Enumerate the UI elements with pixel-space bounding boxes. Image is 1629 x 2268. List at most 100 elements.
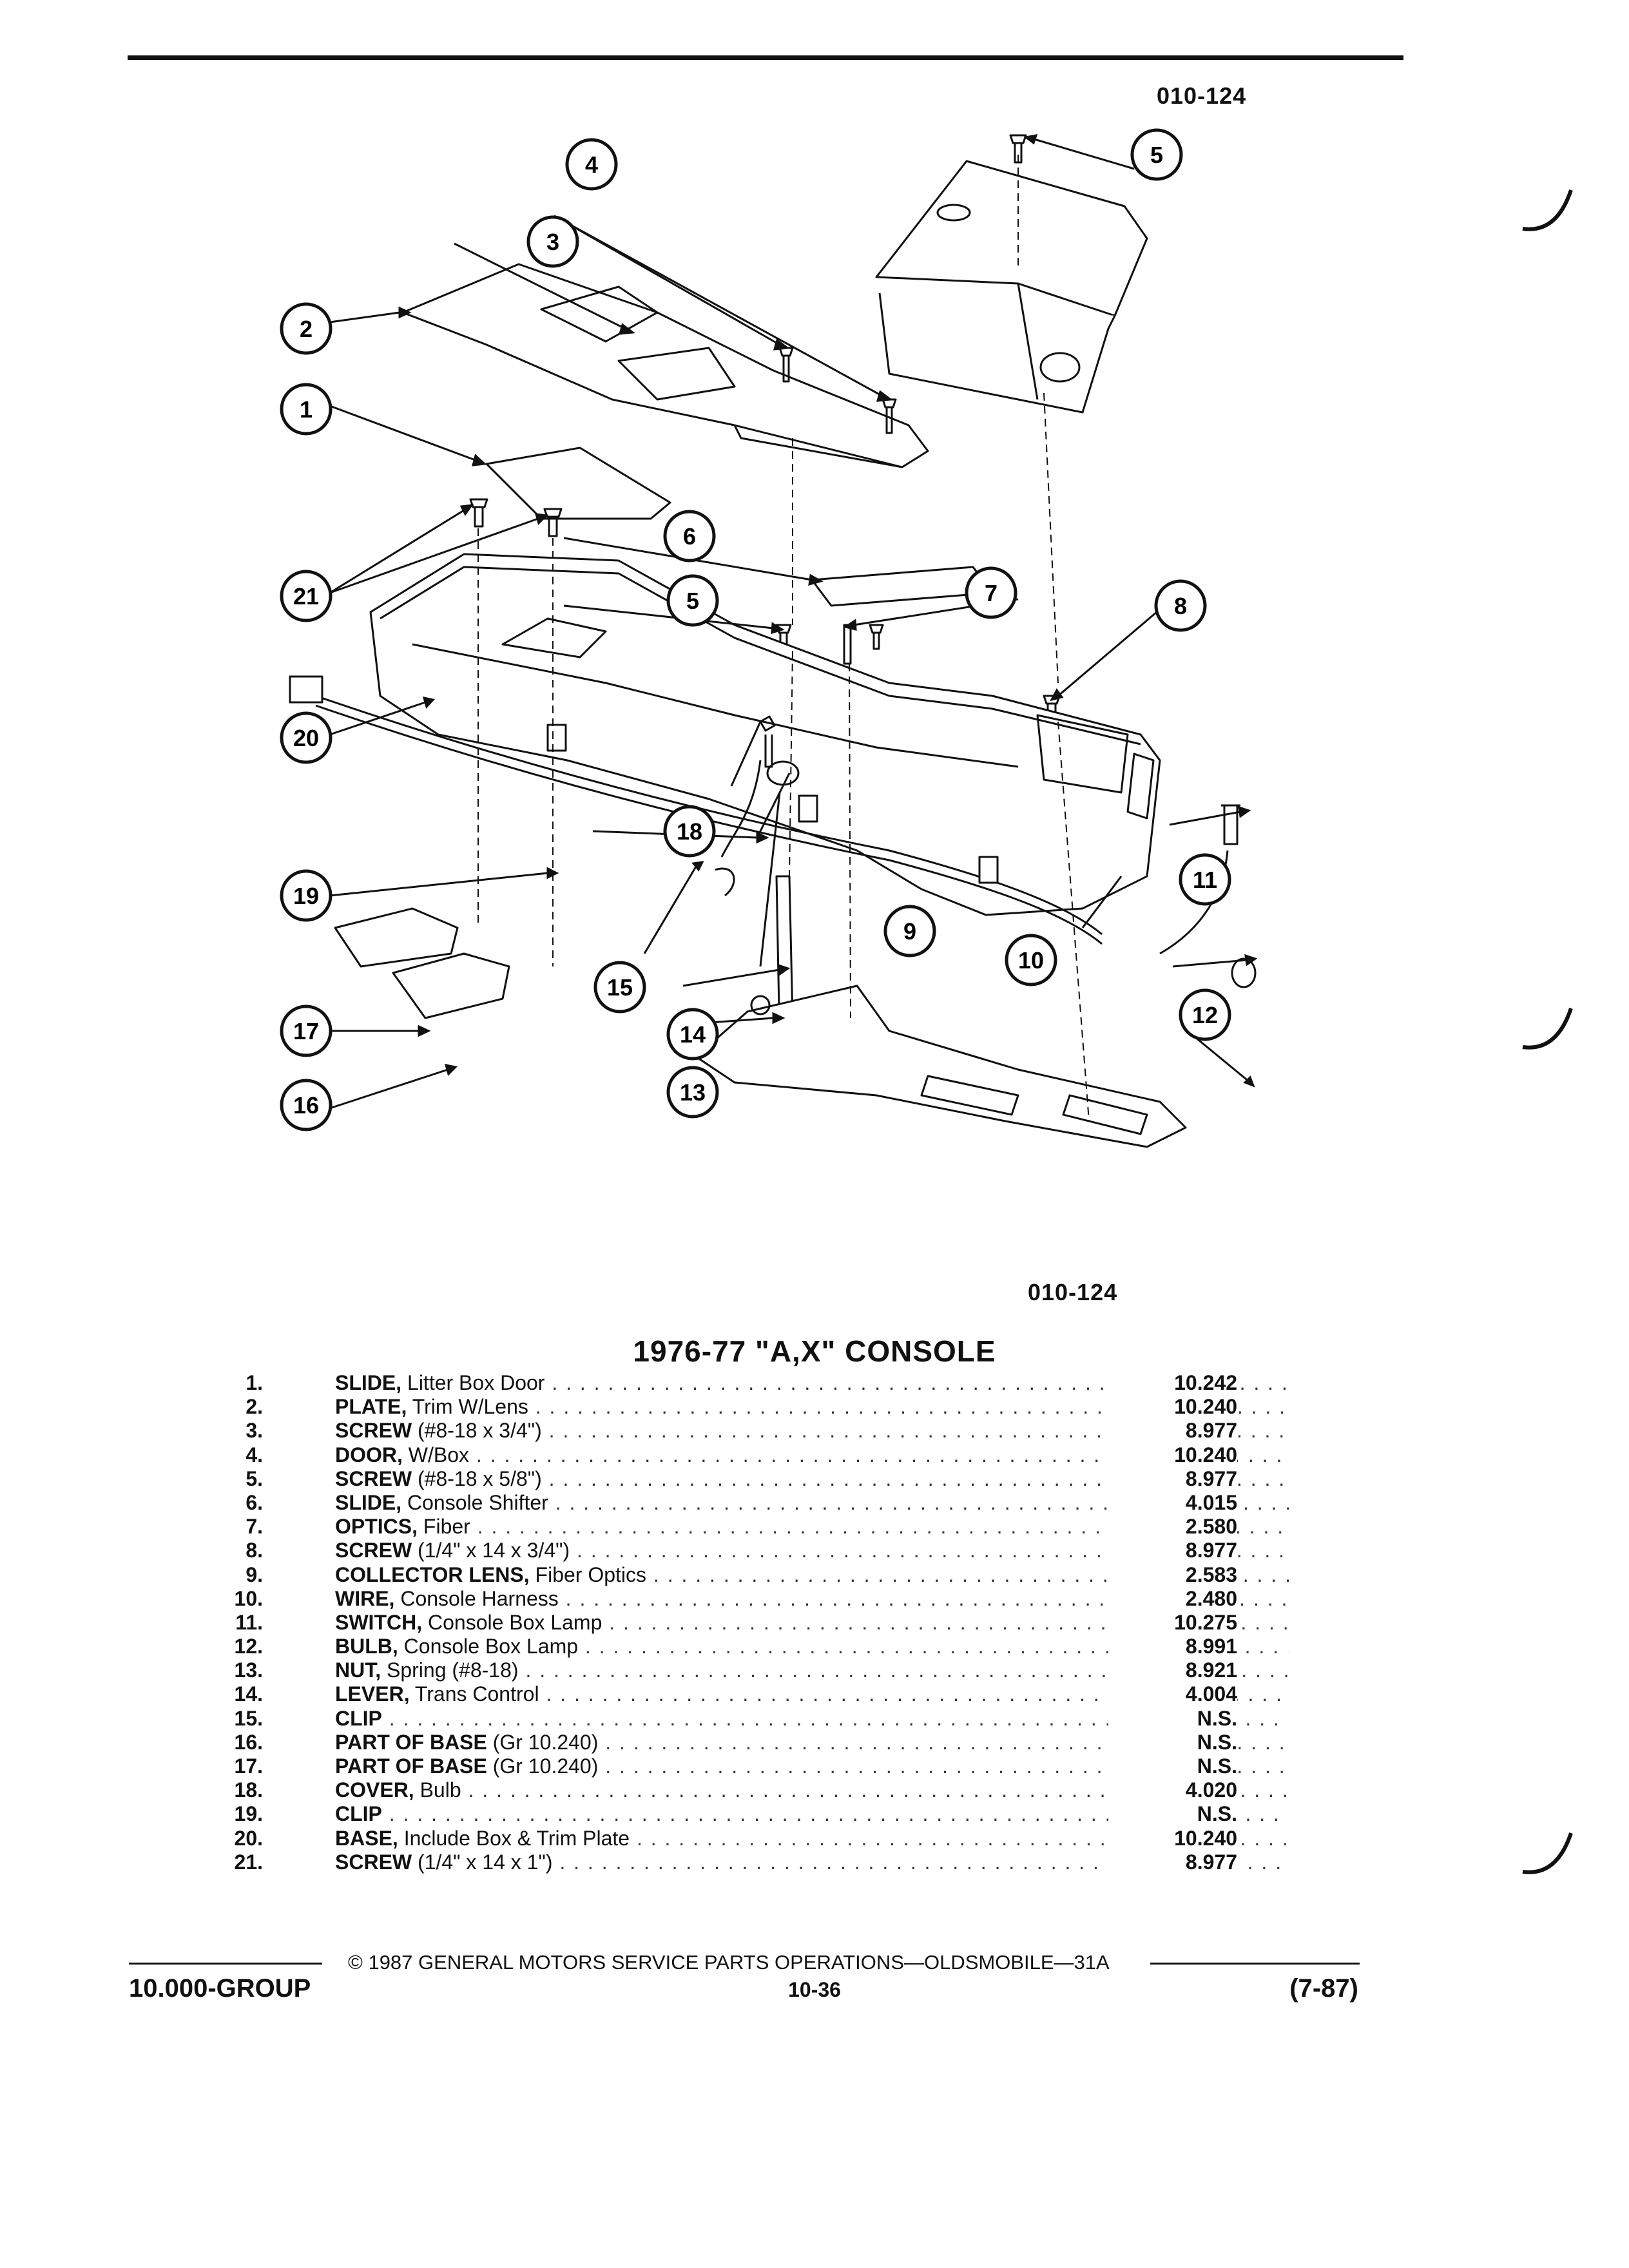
part-detail: (#8-18 x 5/8"): [412, 1466, 542, 1490]
callout-5-top: 5: [1130, 128, 1183, 181]
group-number: 2.480: [1108, 1586, 1237, 1611]
group-number: N.S.: [1108, 1754, 1237, 1778]
part-name: PLATE,: [335, 1395, 407, 1419]
callout-4: 4: [565, 138, 618, 191]
group-number: 8.977: [1108, 1850, 1237, 1874]
part-number: 15.: [234, 1706, 263, 1730]
svg-text:18: 18: [677, 818, 702, 845]
part-detail: Fiber: [418, 1515, 470, 1539]
part-row: 11.SWITCH, Console Box Lamp . . . . . . …: [193, 1610, 1289, 1635]
parts-list: 1.SLIDE, Litter Box Door . . . . . . . .…: [193, 1371, 1289, 1874]
callout-14: 14: [666, 1008, 719, 1061]
part-detail: Include Box & Trim Plate: [398, 1826, 630, 1850]
part-number: 20.: [234, 1826, 263, 1850]
part-row: 3.SCREW (#8-18 x 3/4") . . . . . . . . .…: [193, 1419, 1289, 1443]
group-number: 8.991: [1108, 1635, 1237, 1659]
part-number: 14.: [234, 1682, 263, 1706]
part-detail: Spring (#8-18): [381, 1658, 519, 1682]
part-detail: (Gr 10.240): [487, 1754, 599, 1778]
part-row: 15.CLIP . . . . . . . . . . . . . . . . …: [193, 1706, 1289, 1731]
group-number: 8.921: [1108, 1658, 1237, 1683]
figure-code-bottom: 010-124: [1028, 1279, 1118, 1305]
callout-21: 21: [280, 570, 333, 622]
part-number: 21.: [234, 1850, 263, 1874]
group-number: N.S.: [1108, 1730, 1237, 1754]
group-number: 8.977: [1108, 1539, 1237, 1563]
part-row: 4.DOOR, W/Box . . . . . . . . . . . . . …: [193, 1443, 1289, 1467]
part-number: 12.: [234, 1635, 263, 1658]
svg-text:17: 17: [293, 1018, 319, 1044]
svg-text:1: 1: [300, 396, 313, 423]
svg-text:2: 2: [300, 316, 313, 342]
callout-5-mid: 5: [666, 574, 719, 627]
door-with-box-illustration: [875, 160, 1148, 414]
part-row: 21.SCREW (1/4" x 14 x 1") . . . . . . . …: [193, 1850, 1289, 1874]
svg-text:11: 11: [1193, 867, 1217, 893]
screw-21a-illustration: [469, 498, 488, 528]
group-number: 2.583: [1108, 1562, 1237, 1587]
part-name: WIRE,: [335, 1586, 395, 1610]
part-detail: (1/4" x 14 x 3/4"): [412, 1539, 570, 1562]
group-number: 2.580: [1108, 1515, 1237, 1539]
part-detail: (#8-18 x 3/4"): [412, 1419, 542, 1443]
part-name: SCREW: [335, 1539, 412, 1562]
footer-rule-left: [129, 1963, 322, 1965]
part-name: SWITCH,: [335, 1610, 423, 1634]
svg-text:16: 16: [293, 1092, 319, 1119]
group-number: 10.242: [1108, 1371, 1237, 1395]
part-detail: Trim W/Lens: [407, 1395, 528, 1419]
group-number: N.S.: [1108, 1802, 1237, 1827]
part-detail: Console Box Lamp: [422, 1610, 602, 1634]
svg-text:21: 21: [293, 583, 319, 610]
part-name: SCREW: [335, 1850, 412, 1874]
callout-17: 17: [280, 1004, 333, 1057]
part-number: 11.: [235, 1610, 263, 1634]
svg-text:14: 14: [680, 1021, 706, 1048]
part-name: PART OF BASE: [335, 1730, 487, 1754]
callout-2: 2: [280, 302, 333, 355]
part-number: 4.: [246, 1443, 263, 1466]
part-detail: W/Box: [402, 1443, 470, 1466]
group-number: 10.240: [1108, 1443, 1237, 1467]
part-row: 1.SLIDE, Litter Box Door . . . . . . . .…: [193, 1371, 1289, 1395]
page-title: 1976-77 "A,X" CONSOLE: [633, 1334, 996, 1368]
part-row: 20.BASE, Include Box & Trim Plate . . . …: [193, 1826, 1289, 1850]
part-row: 17.PART OF BASE (Gr 10.240) . . . . . . …: [193, 1754, 1289, 1778]
part-number: 8.: [246, 1539, 263, 1562]
group-number: 10.275: [1108, 1610, 1237, 1635]
svg-text:15: 15: [607, 974, 633, 1001]
svg-text:4: 4: [585, 151, 598, 178]
svg-text:10: 10: [1018, 947, 1044, 974]
part-name: DOOR,: [335, 1443, 403, 1466]
callout-13: 13: [666, 1066, 719, 1119]
callout-markers: 1 2 3 4 5 5 6 7 8 9 10 11 12 13 14 15 16…: [280, 128, 1231, 1131]
part-number: 1.: [246, 1371, 263, 1394]
svg-text:5: 5: [1150, 142, 1163, 168]
part-row: 5.SCREW (#8-18 x 5/8") . . . . . . . . .…: [193, 1466, 1289, 1491]
screw-21b-illustration: [543, 508, 563, 537]
footer-group: 10.000-GROUP: [129, 1974, 311, 2003]
footer-rule-right: [1150, 1963, 1360, 1965]
footer-date: (7-87): [1289, 1974, 1358, 2003]
part-row: 7.OPTICS, Fiber . . . . . . . . . . . . …: [193, 1515, 1289, 1539]
console-harness-illustration: [289, 675, 1103, 945]
part-detail: (1/4" x 14 x 1"): [412, 1850, 553, 1874]
base-part-16-illustration: [392, 952, 510, 1019]
svg-text:8: 8: [1174, 593, 1187, 619]
svg-text:19: 19: [293, 883, 319, 909]
svg-text:20: 20: [293, 725, 319, 751]
svg-text:5: 5: [686, 588, 699, 614]
trim-plate-illustration: [401, 263, 929, 468]
group-number: 8.977: [1108, 1466, 1237, 1491]
console-shifter-slide-illustration: [811, 566, 994, 607]
group-number: 4.004: [1108, 1682, 1237, 1707]
part-number: 7.: [246, 1515, 263, 1539]
litter-box-door-illustration: [485, 447, 671, 520]
screw-3-illustration: [778, 347, 897, 434]
part-name: SLIDE,: [335, 1490, 402, 1514]
base-part-17-illustration: [334, 907, 459, 968]
part-name: CLIP: [335, 1802, 382, 1826]
part-number: 18.: [234, 1778, 263, 1802]
part-name: LEVER,: [335, 1682, 410, 1706]
svg-text:9: 9: [903, 918, 916, 945]
